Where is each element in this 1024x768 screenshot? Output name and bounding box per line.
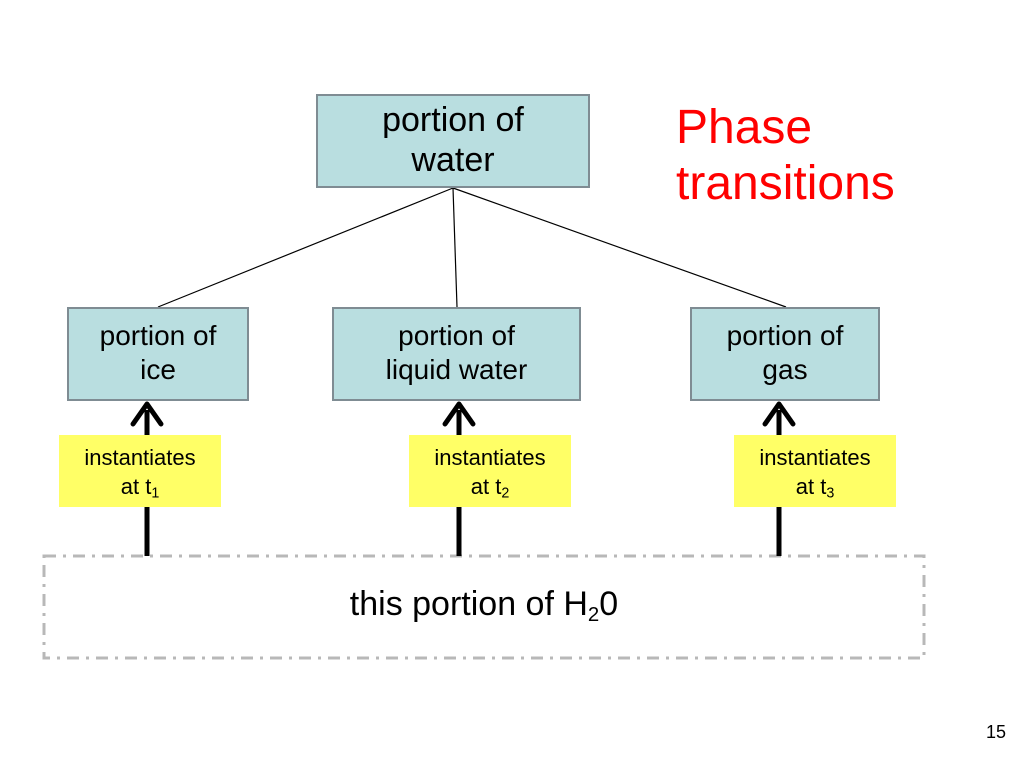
edge-water-gas — [452, 187, 787, 308]
label-instantiates-t3: instantiates at t3 — [734, 435, 896, 507]
page-number: 15 — [985, 722, 1006, 742]
label-t2-text: instantiates — [434, 445, 546, 470]
slide-title: Phase transitions — [676, 100, 895, 212]
label-t2-time: at t2 — [470, 474, 510, 502]
node-liquid-line2: liquid water — [385, 354, 528, 385]
edge-water-ice — [157, 187, 454, 308]
node-ice-line1: portion of — [99, 320, 217, 351]
node-portion-of-water: portion of water — [316, 94, 590, 188]
node-gas-line1: portion of — [726, 320, 844, 351]
label-t1-time: at t1 — [120, 474, 160, 502]
node-portion-of-liquid-water: portion of liquid water — [332, 307, 581, 401]
label-instantiates-t2: instantiates at t2 — [409, 435, 571, 507]
slide-title-line2: transitions — [676, 157, 895, 210]
node-ice-line2: ice — [140, 354, 176, 385]
edge-water-liquid — [452, 187, 458, 308]
node-liquid-line1: portion of — [398, 320, 515, 351]
node-portion-of-ice: portion of ice — [67, 307, 249, 401]
label-t3-time: at t3 — [795, 474, 835, 502]
node-water-line2: water — [411, 141, 495, 179]
instance-container-border — [42, 554, 926, 660]
node-portion-of-gas: portion of gas — [690, 307, 880, 401]
label-instantiates-t1: instantiates at t1 — [59, 435, 221, 507]
label-t1-text: instantiates — [84, 445, 196, 470]
node-gas-line2: gas — [762, 354, 808, 385]
slide-title-line1: Phase — [676, 101, 813, 154]
instance-label: this portion of H20 — [349, 585, 619, 627]
node-water-line1: portion of — [382, 101, 524, 139]
label-t3-text: instantiates — [759, 445, 871, 470]
